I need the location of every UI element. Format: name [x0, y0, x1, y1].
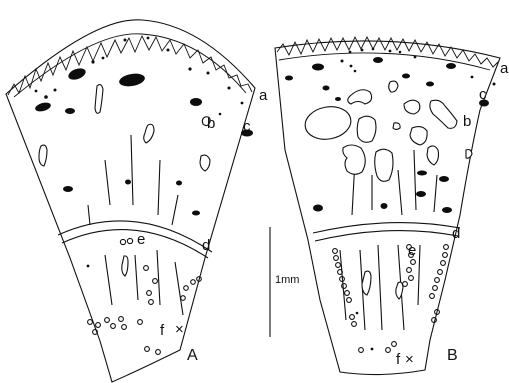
label-e-section-b: e	[408, 242, 416, 259]
label-b-section-b: b	[463, 113, 471, 130]
scale-bar-label: 1mm	[275, 274, 299, 286]
section-b-cavities	[303, 81, 472, 181]
label-b-section-a: b	[207, 115, 215, 132]
section-b-outline	[275, 41, 500, 375]
label-a-section-a: a	[259, 87, 268, 104]
section-b-cambium-outer	[313, 223, 460, 233]
section-a-resin-ducts	[34, 37, 253, 216]
scale-bar: 1mm	[270, 227, 299, 337]
label-a-section-b: a	[500, 60, 509, 77]
label-d-section-a: d	[202, 237, 210, 254]
panel-label-a: A	[187, 347, 198, 364]
label-c-section-b: c	[479, 86, 487, 103]
section-a: a b c d e f × A	[6, 20, 268, 382]
label-d-section-b: d	[452, 225, 460, 242]
marker-x-section-a: ×	[175, 321, 184, 338]
marker-x-section-b: ×	[405, 351, 414, 368]
label-e-section-a: e	[137, 231, 145, 248]
label-c-section-a: c	[243, 118, 251, 135]
section-b: a c b d e f × B	[275, 37, 509, 375]
panel-label-b: B	[447, 347, 458, 364]
section-a-cambium-inner	[62, 230, 208, 258]
section-a-cavities	[39, 85, 210, 171]
label-f-section-a: f	[160, 322, 165, 339]
label-f-section-b: f	[396, 351, 401, 368]
section-b-cambium-inner	[315, 231, 458, 241]
section-a-rays	[88, 135, 183, 315]
